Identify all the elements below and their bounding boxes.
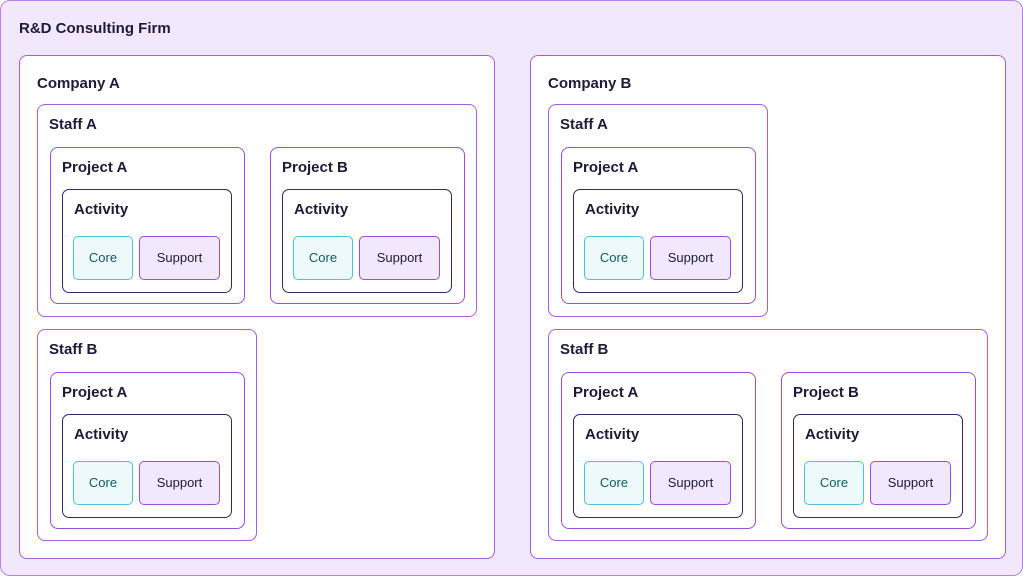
activity-label: Activity xyxy=(585,426,640,443)
support-chip: Support xyxy=(650,461,731,505)
activity-label: Activity xyxy=(585,201,640,218)
staff-a: Staff A Project A Activity Core Support … xyxy=(37,104,477,317)
activity-box: Activity Core Support xyxy=(573,189,743,293)
core-chip: Core xyxy=(73,461,133,505)
project-a: Project A Activity Core Support xyxy=(50,147,245,304)
company-label: Company B xyxy=(548,75,632,92)
project-label: Project A xyxy=(62,159,128,176)
staff-label: Staff A xyxy=(49,116,97,133)
company-label: Company A xyxy=(37,75,120,92)
staff-label: Staff B xyxy=(560,341,609,358)
project-label: Project A xyxy=(573,384,639,401)
project-a: Project A Activity Core Support xyxy=(561,147,756,304)
project-label: Project B xyxy=(282,159,348,176)
staff-label: Staff B xyxy=(49,341,98,358)
activity-label: Activity xyxy=(805,426,860,443)
activity-label: Activity xyxy=(74,201,129,218)
project-a: Project A Activity Core Support xyxy=(561,372,756,529)
activity-box: Activity Core Support xyxy=(793,414,963,518)
support-chip: Support xyxy=(139,461,220,505)
support-chip: Support xyxy=(139,236,220,280)
activity-box: Activity Core Support xyxy=(573,414,743,518)
staff-b: Staff B Project A Activity Core Support … xyxy=(548,329,988,541)
core-chip: Core xyxy=(293,236,353,280)
activity-box: Activity Core Support xyxy=(282,189,452,293)
activity-box: Activity Core Support xyxy=(62,189,232,293)
activity-label: Activity xyxy=(74,426,129,443)
project-label: Project B xyxy=(793,384,859,401)
project-a: Project A Activity Core Support xyxy=(50,372,245,529)
project-b: Project B Activity Core Support xyxy=(270,147,465,304)
activity-box: Activity Core Support xyxy=(62,414,232,518)
company-b: Company B Staff A Project A Activity Cor… xyxy=(530,55,1006,559)
project-b: Project B Activity Core Support xyxy=(781,372,976,529)
support-chip: Support xyxy=(359,236,440,280)
project-label: Project A xyxy=(62,384,128,401)
core-chip: Core xyxy=(804,461,864,505)
support-chip: Support xyxy=(870,461,951,505)
activity-label: Activity xyxy=(294,201,349,218)
company-a: Company A Staff A Project A Activity Cor… xyxy=(19,55,495,559)
staff-label: Staff A xyxy=(560,116,608,133)
firm-label: R&D Consulting Firm xyxy=(19,20,171,37)
support-chip: Support xyxy=(650,236,731,280)
project-label: Project A xyxy=(573,159,639,176)
staff-b: Staff B Project A Activity Core Support xyxy=(37,329,257,541)
staff-a: Staff A Project A Activity Core Support xyxy=(548,104,768,317)
core-chip: Core xyxy=(584,461,644,505)
core-chip: Core xyxy=(584,236,644,280)
core-chip: Core xyxy=(73,236,133,280)
